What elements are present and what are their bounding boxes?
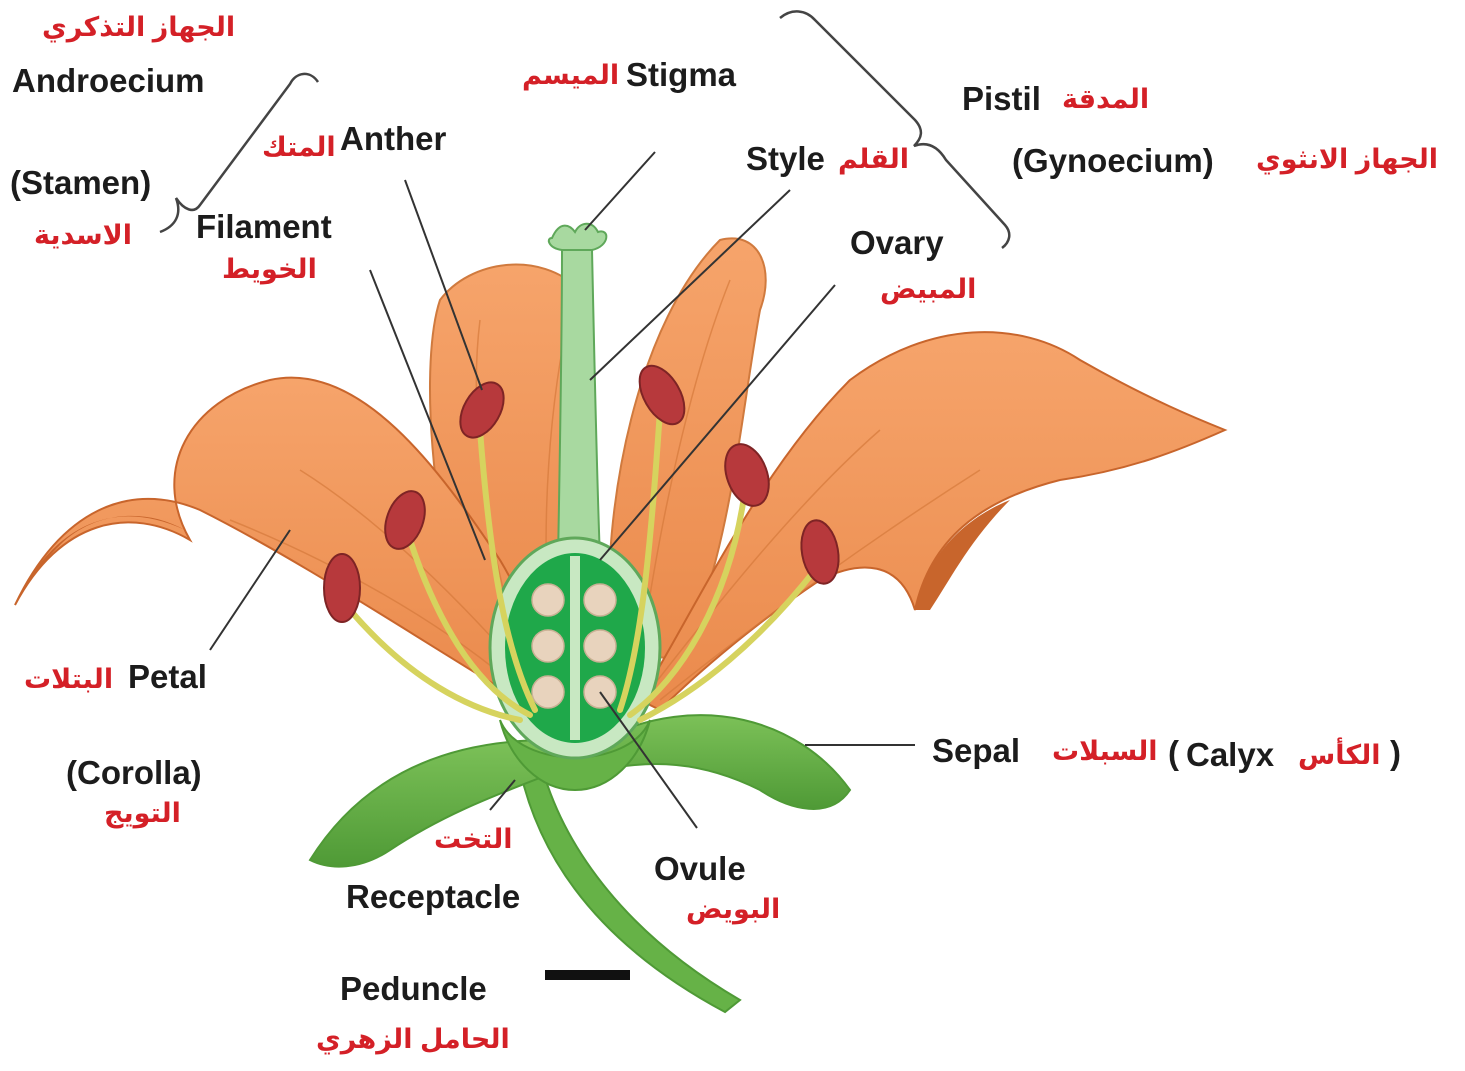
calyx-arabic-label: الكأس [1298,742,1381,769]
sepal-arabic-label: السبلات [1052,738,1158,765]
gynoecium-label: (Gynoecium) [1012,144,1214,177]
ovule-arabic-label: البويض [686,896,780,923]
sepal-label: Sepal [932,734,1020,767]
anther-label: Anther [340,122,446,155]
petal-arabic-label: البتلات [24,666,113,693]
calyx-label: Calyx [1186,738,1274,771]
androecium-label: Androecium [12,64,205,97]
peduncle-arabic-label: الحامل الزهري [316,1026,510,1053]
peduncle-label: Peduncle [340,972,487,1005]
style [558,250,600,560]
scale-bar [545,970,630,980]
pistil-arabic-label: المدقة [1062,86,1149,113]
stigma [549,224,607,250]
corolla-arabic-label: التويج [104,800,181,827]
anther-arabic-label: المتك [262,134,336,161]
style-arabic-label: القلم [838,146,909,173]
pistil-brace [780,11,1009,248]
receptacle-arabic-label: التخت [434,826,512,853]
ovule-label: Ovule [654,852,746,885]
stigma-label: Stigma [626,58,736,91]
ovary-label: Ovary [850,226,944,259]
gynoecium-arabic-label: الجهاز الانثوي [1256,146,1438,173]
ovary-divider [570,556,580,740]
style-label: Style [746,142,825,175]
filament-label: Filament [196,210,332,243]
receptacle-label: Receptacle [346,880,520,913]
calyx-close-paren: ) [1390,736,1401,769]
calyx-open-paren: ( [1168,736,1179,769]
pistil-label: Pistil [962,82,1041,115]
stamen-label: (Stamen) [10,166,151,199]
stigma-arabic-label: الميسم [522,62,619,89]
stamen-arabic-label: الاسدية [34,222,132,249]
filament-arabic-label: الخويط [222,256,317,283]
corolla-label: (Corolla) [66,756,202,789]
petal-label: Petal [128,660,207,693]
androecium-arabic-label: الجهاز التذكري [42,14,235,41]
sepal-right [600,715,850,809]
ovary-arabic-label: المبيض [880,276,976,303]
